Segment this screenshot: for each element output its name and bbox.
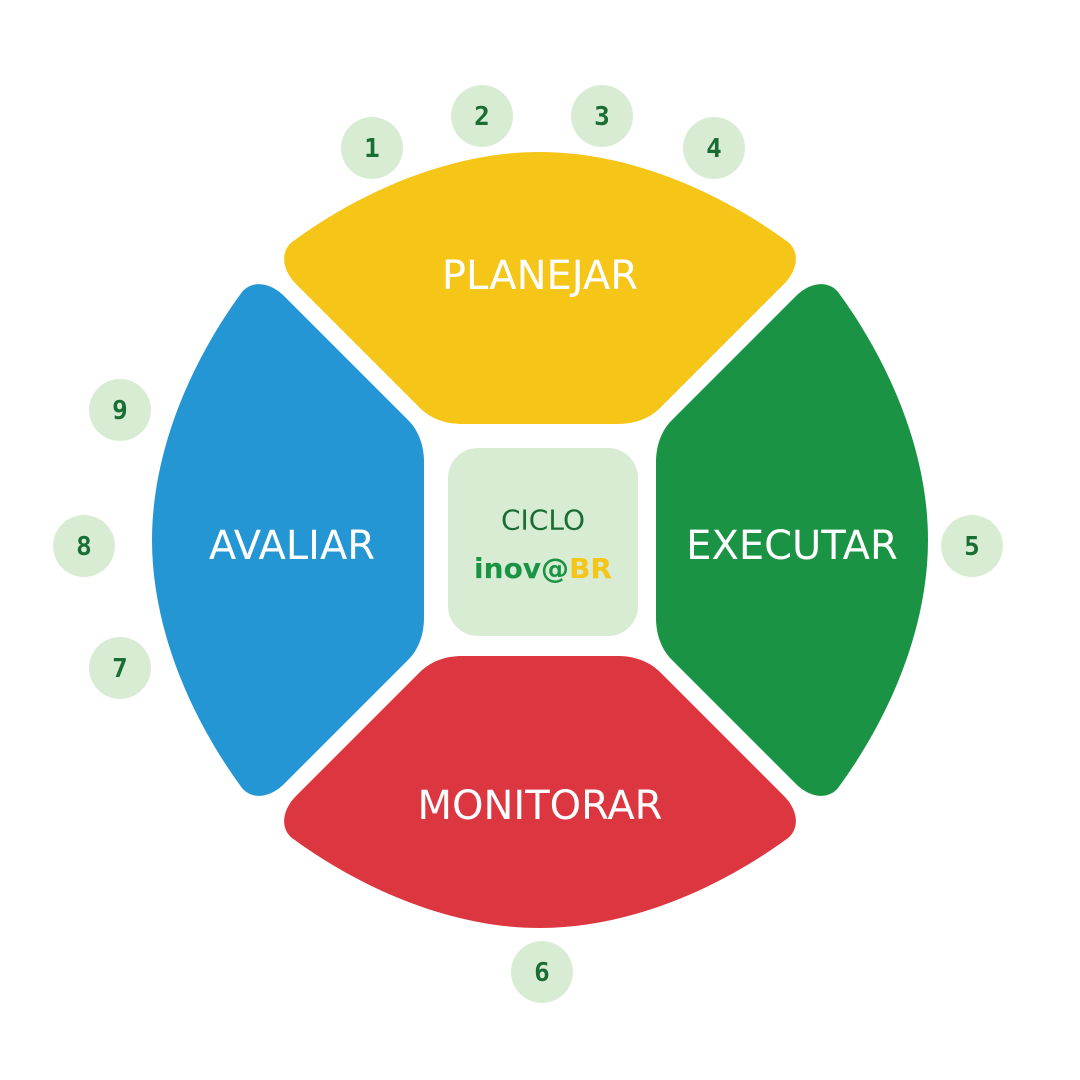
brand-suffix: BR [569,552,612,585]
segment-monitorar [284,656,796,928]
center-title: CICLO [501,504,585,537]
step-6: 6 [511,941,573,1003]
segment-executar [656,284,928,796]
step-2: 2 [451,85,513,147]
step-3: 3 [571,85,633,147]
step-9: 9 [89,379,151,441]
step-1: 1 [341,117,403,179]
step-8: 8 [53,515,115,577]
step-7: 7 [89,637,151,699]
step-number: 7 [112,654,128,684]
segment-planejar [284,152,796,424]
step-number: 9 [112,396,128,426]
label-monitorar: MONITORAR [418,783,663,829]
step-number: 1 [364,134,380,164]
step-4: 4 [683,117,745,179]
label-avaliar: AVALIAR [209,523,375,569]
step-5: 5 [941,515,1003,577]
segment-avaliar [152,284,424,796]
step-number: 2 [474,102,490,132]
step-number: 5 [964,532,980,562]
step-number: 8 [76,532,92,562]
brand-logo: inov@BR [474,552,612,585]
step-number: 6 [534,958,550,988]
step-number: 4 [706,134,722,164]
step-number: 3 [594,102,610,132]
label-executar: EXECUTAR [686,523,898,569]
center-box [448,448,638,636]
label-planejar: PLANEJAR [442,253,638,299]
brand-prefix: inov@ [474,552,569,585]
